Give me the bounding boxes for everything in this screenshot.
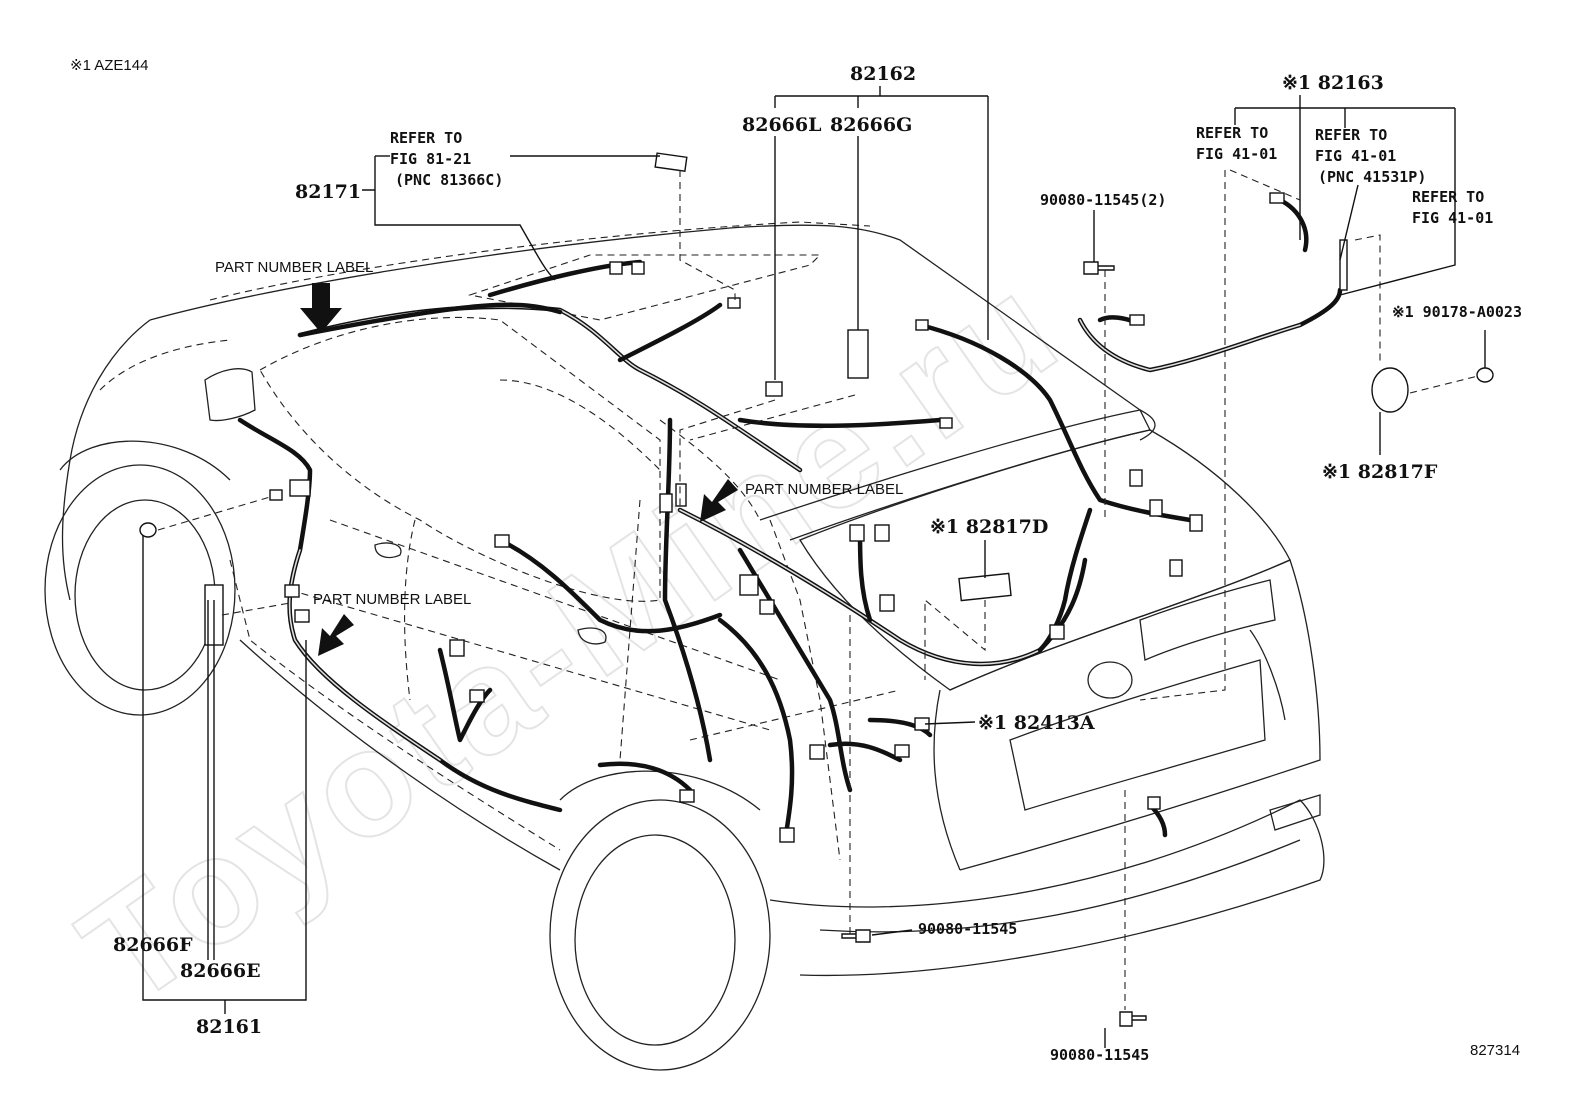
label-82817D: ※1 82817D (930, 516, 1048, 538)
refer-fig-41-01a: FIG 41-01 (1196, 145, 1277, 163)
pnc-41531p: (PNC 41531P) (1318, 168, 1426, 186)
label-82163: ※1 82163 (1282, 72, 1384, 94)
label-82666G: 82666G (830, 114, 912, 136)
label-82162: 82162 (850, 63, 916, 85)
refer-fig-41-01c: FIG 41-01 (1412, 209, 1493, 227)
label-bolt-mid: 90080-11545 (918, 920, 1017, 938)
reference-dashed-lines (157, 169, 1479, 1010)
figure-number: 827314 (1470, 1042, 1520, 1059)
bolts (841, 261, 1147, 1027)
pnc-81366c: (PNC 81366C) (395, 171, 503, 189)
refer-to-label-81: REFER TO (390, 129, 462, 147)
part-number-label-1: PART NUMBER LABEL (215, 259, 373, 276)
leader-lines (142, 86, 1486, 1048)
label-bolt-bottom: 90080-11545 (1050, 1046, 1149, 1064)
label-82666L: 82666L (742, 114, 821, 136)
refer-to-label-41a: REFER TO (1196, 124, 1268, 142)
label-82666F: 82666F (113, 934, 193, 956)
labels: ※1 AZE144 82162 82666L 82666G REFER TO F… (70, 57, 1522, 1064)
refer-to-label-41b: REFER TO (1315, 126, 1387, 144)
refer-to-label-41c: REFER TO (1412, 188, 1484, 206)
variant-note: ※1 AZE144 (70, 57, 148, 74)
label-82817F: ※1 82817F (1322, 461, 1438, 483)
part-number-arrows (300, 283, 738, 656)
refer-fig-41-01b: FIG 41-01 (1315, 147, 1396, 165)
connectors (139, 152, 1494, 843)
label-90178: ※1 90178-A0023 (1392, 303, 1522, 321)
label-82666E: 82666E (180, 960, 261, 982)
part-number-label-3: PART NUMBER LABEL (313, 591, 471, 608)
label-bolt-2: 90080-11545(2) (1040, 191, 1166, 209)
part-number-label-2: PART NUMBER LABEL (745, 481, 903, 498)
label-82413A: ※1 82413A (978, 712, 1095, 734)
refer-fig-81-21: FIG 81-21 (390, 150, 471, 168)
label-82171: 82171 (295, 181, 361, 203)
car-body-outline (44, 221, 1325, 1071)
wire-harnesses (237, 197, 1343, 843)
label-82161: 82161 (196, 1016, 262, 1038)
